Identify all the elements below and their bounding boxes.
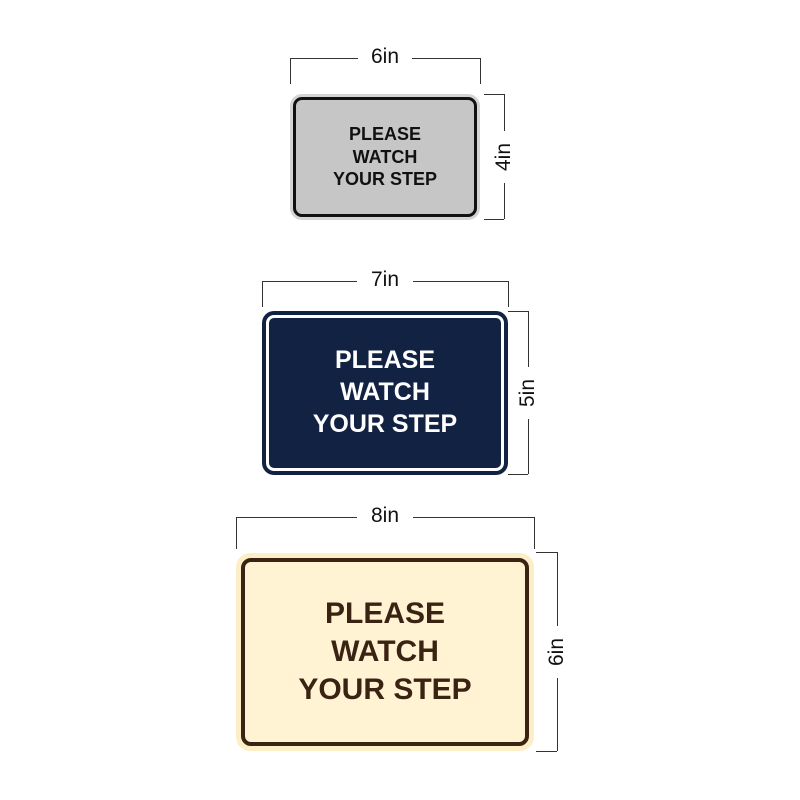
height-dimension-tick-top (536, 552, 557, 553)
width-dimension-label: 8in (357, 504, 413, 528)
sign-text-line: WATCH (340, 378, 430, 407)
height-dimension-label: 4in (492, 131, 516, 183)
sign-medium-face: PLEASE WATCH YOUR STEP (266, 315, 504, 471)
sign-medium: PLEASE WATCH YOUR STEP (262, 311, 508, 475)
sign-small-text: PLEASE WATCH YOUR STEP (333, 123, 437, 192)
sign-medium-text: PLEASE WATCH YOUR STEP (313, 345, 457, 440)
sign-small: PLEASE WATCH YOUR STEP (290, 94, 480, 220)
width-dimension-tick-left (290, 58, 291, 84)
sign-large-face: PLEASE WATCH YOUR STEP (241, 558, 529, 746)
sign-text-line: YOUR STEP (312, 409, 458, 438)
sign-text-line: WATCH (352, 146, 418, 167)
height-dimension-tick-bottom (508, 474, 528, 475)
width-dimension-tick-left (236, 517, 237, 549)
height-dimension-tick-bottom (484, 219, 504, 220)
width-dimension-tick-right (534, 517, 535, 549)
width-dimension-label: 6in (358, 45, 412, 69)
sign-large: PLEASE WATCH YOUR STEP (236, 553, 534, 751)
width-dimension-label: 7in (357, 268, 413, 292)
sign-text-line: PLEASE (324, 596, 446, 630)
width-dimension-tick-right (508, 281, 509, 307)
sign-text-line: YOUR STEP (298, 673, 472, 707)
sign-text-line: PLEASE (348, 123, 422, 144)
height-dimension-tick-bottom (536, 751, 557, 752)
height-dimension-label: 5in (516, 367, 540, 419)
sign-text-line: YOUR STEP (332, 169, 438, 190)
sign-small-face: PLEASE WATCH YOUR STEP (293, 97, 477, 217)
width-dimension-tick-right (480, 58, 481, 84)
sign-text-line: WATCH (331, 634, 439, 668)
height-dimension-tick-top (508, 311, 528, 312)
sign-large-text: PLEASE WATCH YOUR STEP (298, 595, 471, 709)
sign-text-line: PLEASE (334, 346, 435, 375)
height-dimension-tick-top (484, 94, 504, 95)
width-dimension-tick-left (262, 281, 263, 307)
height-dimension-label: 6in (545, 626, 569, 678)
